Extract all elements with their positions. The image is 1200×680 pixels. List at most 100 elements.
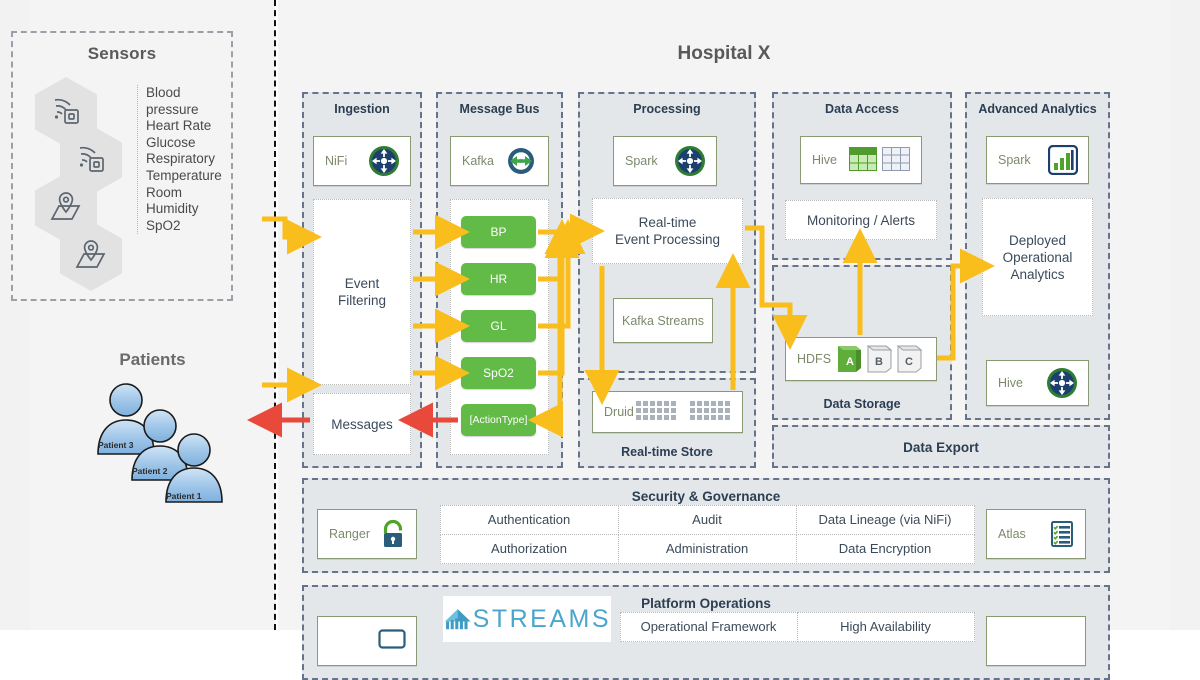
atlas-label: Atlas	[998, 527, 1026, 541]
druid-label: Druid	[604, 405, 634, 419]
kafka-icon	[504, 146, 538, 176]
streams-mark-icon	[445, 609, 471, 630]
hive-analytics-tile[interactable]: Hive	[986, 360, 1089, 406]
sensor-icon-stack	[35, 77, 125, 292]
topic-label: SpO2	[483, 366, 514, 380]
hive-arrows-icon	[1046, 367, 1078, 399]
sensor-list: Blood pressure Heart Rate Glucose Respir…	[137, 85, 231, 235]
topic-gl[interactable]: GL	[461, 310, 536, 342]
sensor-list-item: Heart Rate	[146, 118, 212, 134]
hospital-boundary-divider	[274, 0, 276, 630]
security-cell[interactable]: Audit	[617, 504, 797, 535]
svg-text:A: A	[846, 356, 854, 368]
security-cell[interactable]: Authentication	[439, 504, 619, 535]
processing-title: Processing	[633, 102, 701, 116]
svg-text:C: C	[905, 356, 913, 368]
security-cell[interactable]: Authorization	[439, 533, 619, 564]
monitoring-alerts-label: Monitoring / Alerts	[806, 212, 916, 228]
hdfs-blocks-icon: A B C	[834, 342, 926, 376]
realtime-event-processing-panel: Real-time Event Processing	[592, 198, 743, 264]
realtime-store-title: Real-time Store	[621, 445, 713, 459]
platform-cell[interactable]: Operational Framework	[619, 611, 798, 642]
spark-label: Spark	[625, 154, 658, 168]
nifi-tile[interactable]: NiFi	[313, 136, 411, 186]
page-title: Hospital X	[677, 43, 771, 64]
platform-cells-grid: Operational Framework High Availability	[619, 611, 975, 670]
hive-table-icon	[849, 145, 911, 175]
page-right-margin	[1170, 0, 1200, 630]
streams-logo: STREAMS	[443, 596, 611, 642]
topic-actiontype[interactable]: [ActionType]	[461, 404, 536, 436]
sensor-list-item: Blood pressure	[146, 85, 199, 117]
hive-label: Hive	[812, 153, 838, 167]
realtime-label-2: Event Processing	[614, 232, 721, 247]
sensor-list-item: Glucose	[146, 134, 196, 150]
platform-right-tile[interactable]	[986, 616, 1086, 666]
sensor-list-item: Temperature	[146, 167, 222, 183]
topic-label: BP	[490, 225, 507, 239]
deployed-label-2: Operational	[1002, 249, 1073, 265]
spark-chart-icon	[1048, 145, 1078, 175]
hdfs-label: HDFS	[797, 352, 832, 366]
topic-label: [ActionType]	[469, 414, 528, 426]
security-cells-grid: Authentication Audit Data Lineage (via N…	[439, 504, 975, 564]
realtime-label-1: Real-time	[638, 215, 697, 230]
platform-cell[interactable]: High Availability	[796, 611, 975, 642]
streams-logo-text: STREAMS	[472, 604, 611, 633]
monitor-icon	[378, 629, 406, 653]
event-filtering-label-2: Filtering	[337, 293, 386, 308]
spark-label: Spark	[998, 153, 1031, 167]
spark-analytics-tile[interactable]: Spark	[986, 136, 1089, 184]
topic-label: HR	[489, 272, 508, 286]
event-filtering-label-1: Event	[344, 276, 380, 291]
data-storage-title: Data Storage	[823, 397, 901, 411]
deployed-label-1: Deployed	[1008, 232, 1067, 248]
kafka-label: Kafka	[462, 154, 494, 168]
spark-icon	[674, 145, 706, 177]
sensor-list-item: Respiratory	[146, 151, 216, 167]
atlas-tile[interactable]: Atlas	[986, 509, 1086, 559]
deployed-label-3: Analytics	[1010, 266, 1065, 282]
patients-icon-group: Patient 3 Patient 2 Patient 1	[88, 378, 238, 503]
topic-spo2[interactable]: SpO2	[461, 357, 536, 389]
messages-label: Messages	[331, 416, 393, 432]
topic-label: GL	[490, 319, 507, 333]
topic-bp[interactable]: BP	[461, 216, 536, 248]
patients-title: Patients	[119, 350, 186, 369]
topic-hr[interactable]: HR	[461, 263, 536, 295]
security-cell[interactable]: Data Encryption	[795, 533, 975, 564]
data-export-title: Data Export	[903, 440, 979, 455]
data-export-group: Data Export	[772, 425, 1110, 468]
advanced-analytics-title: Advanced Analytics	[978, 102, 1097, 116]
patient-label: Patient 1	[166, 491, 202, 501]
sensors-title: Sensors	[87, 44, 157, 63]
sensor-list-item: Room Humidity	[146, 184, 199, 217]
patient-label: Patient 2	[132, 466, 168, 476]
svg-text:B: B	[875, 356, 883, 368]
data-access-title: Data Access	[825, 102, 899, 116]
hive-label: Hive	[998, 376, 1024, 390]
security-cell[interactable]: Data Lineage (via NiFi)	[795, 504, 975, 535]
sensors-group: Sensors	[11, 31, 233, 301]
hdfs-tile[interactable]: HDFS A B	[785, 337, 937, 381]
messages-panel: Messages	[313, 393, 411, 455]
kafka-tile[interactable]: Kafka	[450, 136, 549, 186]
ranger-label: Ranger	[329, 527, 370, 541]
kafka-streams-tile[interactable]: Kafka Streams	[613, 298, 713, 343]
druid-tile[interactable]: Druid	[592, 391, 743, 433]
ranger-tile[interactable]: Ranger	[317, 509, 417, 559]
platform-operations-title: Platform Operations	[641, 596, 771, 611]
deployed-operational-analytics-panel: Deployed Operational Analytics	[982, 198, 1093, 316]
nifi-icon	[368, 145, 400, 177]
event-filtering-panel: Event Filtering	[313, 199, 411, 385]
monitoring-alerts-panel: Monitoring / Alerts	[785, 200, 937, 240]
sensor-list-item: SpO2	[146, 217, 181, 233]
message-bus-title: Message Bus	[459, 102, 540, 116]
druid-grid-icon	[636, 397, 732, 427]
patient-label: Patient 3	[98, 440, 134, 450]
spark-processing-tile[interactable]: Spark	[613, 136, 717, 186]
hive-access-tile[interactable]: Hive	[800, 136, 922, 184]
platform-left-tile[interactable]	[317, 616, 417, 666]
security-cell[interactable]: Administration	[617, 533, 797, 564]
